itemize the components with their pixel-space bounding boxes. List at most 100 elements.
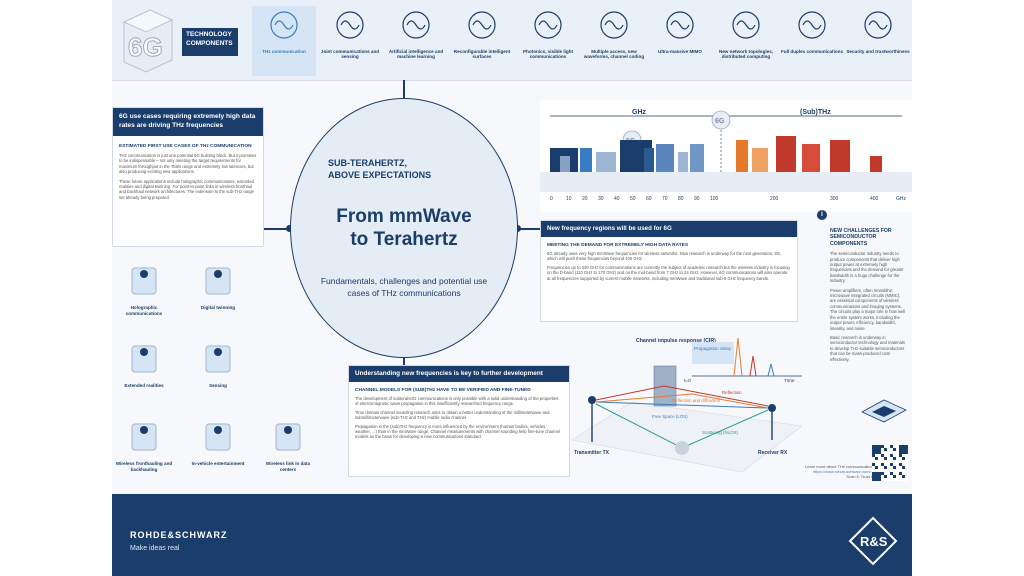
tagline-line1: SUB-TERAHERTZ, <box>328 158 407 168</box>
use-case-label: Extended realities <box>124 383 164 388</box>
technology-item[interactable]: Multiple access, new waveforms, channel … <box>582 6 646 76</box>
qr-cell <box>890 463 893 466</box>
sensing-person-icon <box>205 345 231 373</box>
qr-cell <box>878 472 881 475</box>
holographic-person-icon <box>131 267 157 295</box>
channel-models-paragraph-1: The development of subterahertz communic… <box>355 396 559 407</box>
qr-cell <box>875 457 878 460</box>
info-icon: i <box>817 210 827 220</box>
network-topology-icon <box>732 11 760 39</box>
technology-item[interactable]: Artificial intelligence and machine lear… <box>384 6 448 76</box>
qr-cell <box>881 472 884 475</box>
receiver-label: Receiver RX <box>758 450 788 456</box>
technology-label: Security and trustworthiness <box>846 49 910 54</box>
qr-cell <box>899 451 902 454</box>
qr-cells <box>872 445 908 481</box>
qr-cell <box>875 478 878 481</box>
brain-icon <box>402 11 430 39</box>
technology-label: THz communication <box>262 49 306 54</box>
qr-cell <box>875 472 878 475</box>
qr-cell <box>881 463 884 466</box>
technology-item[interactable]: Joint communications and sensing <box>318 6 382 76</box>
use-cases-paragraph-2: These future applications include hologr… <box>119 178 255 200</box>
channel-models-card: Understanding new frequencies is key to … <box>348 365 570 477</box>
spectrum-band <box>690 144 704 172</box>
qr-cell <box>875 448 878 451</box>
technology-item[interactable]: Photonics, visible light communications <box>516 6 580 76</box>
semiconductor-paragraph-1: The semiconductor industry needs to prod… <box>830 251 904 284</box>
connector-bottom <box>403 358 405 365</box>
rs-logo-icon: R&S <box>848 516 898 566</box>
shield-check-icon <box>864 11 892 39</box>
qr-cell <box>899 445 902 448</box>
ghz-label: GHz <box>632 109 647 116</box>
vr-headset-icon <box>131 345 157 373</box>
rs-logo-text: R&S <box>860 534 888 549</box>
badge-6g-small-icon <box>711 110 731 130</box>
mimo-array-icon <box>666 11 694 39</box>
spectrum-axis-label: 50 <box>630 196 636 202</box>
spectrum-axis-label: 40 <box>614 196 620 202</box>
qr-cell <box>872 478 875 481</box>
badge-label-line1: TECHNOLOGY <box>186 31 232 38</box>
qr-cell <box>872 475 875 478</box>
channel-models-subheading: CHANNEL MODELS FOR (SUB)THz HAVE TO BE V… <box>355 388 531 393</box>
qr-cell <box>893 457 896 460</box>
qr-cell <box>905 445 908 448</box>
use-case-label: In-vehicle entertainment <box>191 461 245 466</box>
use-case-item: Sensing <box>188 340 248 389</box>
poster: 6G TECHNOLOGY COMPONENTS THz communicati… <box>112 0 912 576</box>
qr-cell <box>872 463 875 466</box>
spectrum-band <box>580 148 592 172</box>
tagline-line2: ABOVE EXPECTATIONS <box>328 170 432 180</box>
learn-more-link[interactable]: https://www.rohde-schwarz.com/... <box>813 469 874 474</box>
technology-item[interactable]: New network topologies, distributed comp… <box>714 6 778 76</box>
qr-cell <box>905 451 908 454</box>
technology-item[interactable]: Full duplex communications <box>780 6 844 76</box>
qr-code-icon[interactable] <box>872 445 908 481</box>
qr-cell <box>884 448 887 451</box>
spectrum-axis-bar <box>540 172 912 192</box>
learn-more: Learn more about THz communication: http… <box>784 464 874 479</box>
qr-cell <box>902 457 905 460</box>
technology-item[interactable]: Reconfigurable intelligent surfaces <box>450 6 514 76</box>
tagline: SUB-TERAHERTZ, ABOVE EXPECTATIONS <box>328 157 488 181</box>
spectrum-band <box>644 148 654 172</box>
qr-cell <box>881 445 884 448</box>
radio-tower-icon <box>131 423 157 451</box>
connector-left <box>264 228 290 230</box>
badge-6g-text: 6G <box>128 32 163 62</box>
qr-cell <box>899 448 902 451</box>
spectrum-axis-label: 10 <box>566 196 572 202</box>
path-free-space <box>595 401 769 409</box>
technology-item[interactable]: Ultra-massive MIMO <box>648 6 712 76</box>
connector-right <box>518 228 540 230</box>
use-case-item: Wireless fronthauling and backhauling <box>114 418 174 472</box>
technology-item[interactable]: Security and trustworthiness <box>846 6 910 76</box>
qr-cell <box>893 475 896 478</box>
path-reflection-diffraction <box>595 393 769 409</box>
qr-cell <box>878 451 881 454</box>
technology-components-label: TECHNOLOGY COMPONENTS <box>182 28 238 56</box>
technology-label: Artificial intelligence and machine lear… <box>388 49 444 60</box>
frequency-regions-paragraph-2: Frequencies up to 330 GHz for communicat… <box>547 264 790 281</box>
qr-cell <box>893 466 896 469</box>
qr-cell <box>872 445 875 448</box>
connector-dot-left <box>286 225 293 232</box>
technology-label: Full duplex communications <box>780 49 844 54</box>
qr-cell <box>893 448 896 451</box>
use-cases-paragraph-1: THz communication is just one potential … <box>119 153 257 175</box>
technology-label: New network topologies, distributed comp… <box>718 49 774 60</box>
page-title: From mmWave to Terahertz <box>298 205 510 251</box>
spectrum-axis-label: 400 <box>870 196 879 202</box>
technology-item[interactable]: THz communication <box>252 6 316 76</box>
path-scattering-label: Scattering (NLOS) <box>702 430 738 435</box>
propagation-delay-box <box>692 342 734 364</box>
spectrum-band <box>656 144 674 172</box>
path-reflection-diffraction-label: Reflection and diffraction <box>672 398 721 403</box>
qr-cell <box>884 475 887 478</box>
use-case-label: Holographic communications <box>125 305 163 316</box>
qr-cell <box>890 472 893 475</box>
channel-models-paragraph-3: Propagation in the (sub)THz frequency is… <box>355 423 560 440</box>
